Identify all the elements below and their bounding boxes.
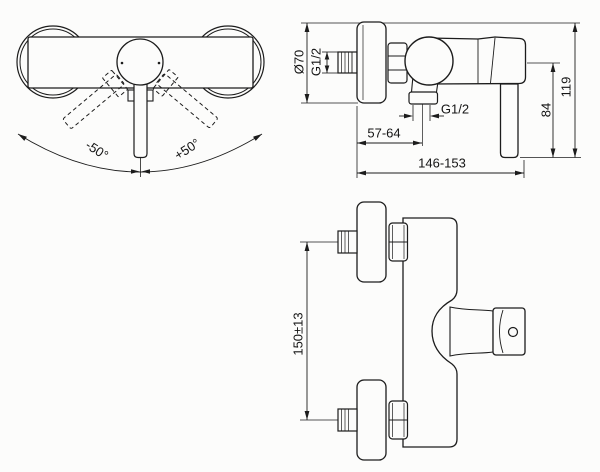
plan-view [300,201,526,461]
hex-nut-side [387,42,408,84]
ghost-lever-left [62,70,128,129]
dim-outlet-thread [399,105,444,121]
mixer-body-plan [402,217,458,448]
inlet-spacing-label: 150±13 [290,312,306,356]
dim-146-153 [357,160,525,178]
dim-inlet-thread [322,51,338,74]
inlet-nipple-side [337,51,358,74]
lever-front [133,83,148,159]
dim-dia70 [301,23,358,104]
valve-body-side [428,36,527,85]
side-view [301,21,581,178]
swing-arc [17,133,263,177]
lever-side [499,83,519,159]
hex-nut-top-plan [388,222,409,262]
dim-119 [520,23,581,158]
hex-nut-bottom-plan [388,400,409,440]
escutcheon-top-plan [356,201,387,283]
escutcheon-bottom-plan [356,379,387,461]
cartridge-circle-side [404,36,454,86]
outlet-collar [408,91,439,105]
ghost-lever-right [152,69,218,128]
total-depth-label: 146-153 [418,155,466,171]
outlet-thread-label: G1/2 [440,101,470,117]
dim-84 [527,62,560,158]
handle-screw-hole [507,326,519,338]
dim-57-64 [357,140,422,146]
wall-to-outlet-label: 57-64 [367,125,401,141]
escutcheon-dia-label: Ø70 [291,49,307,75]
lever-height-label: 84 [538,102,554,118]
handle-horn-plan [449,306,494,357]
inlet-nipple-top-plan [337,230,358,254]
total-height-label: 119 [558,76,574,98]
dim-150 [300,241,338,421]
escutcheon-side [356,21,387,104]
front-view [16,25,265,177]
inlet-thread-label: G1/2 [308,47,324,77]
inlet-nipple-bottom-plan [337,408,358,432]
